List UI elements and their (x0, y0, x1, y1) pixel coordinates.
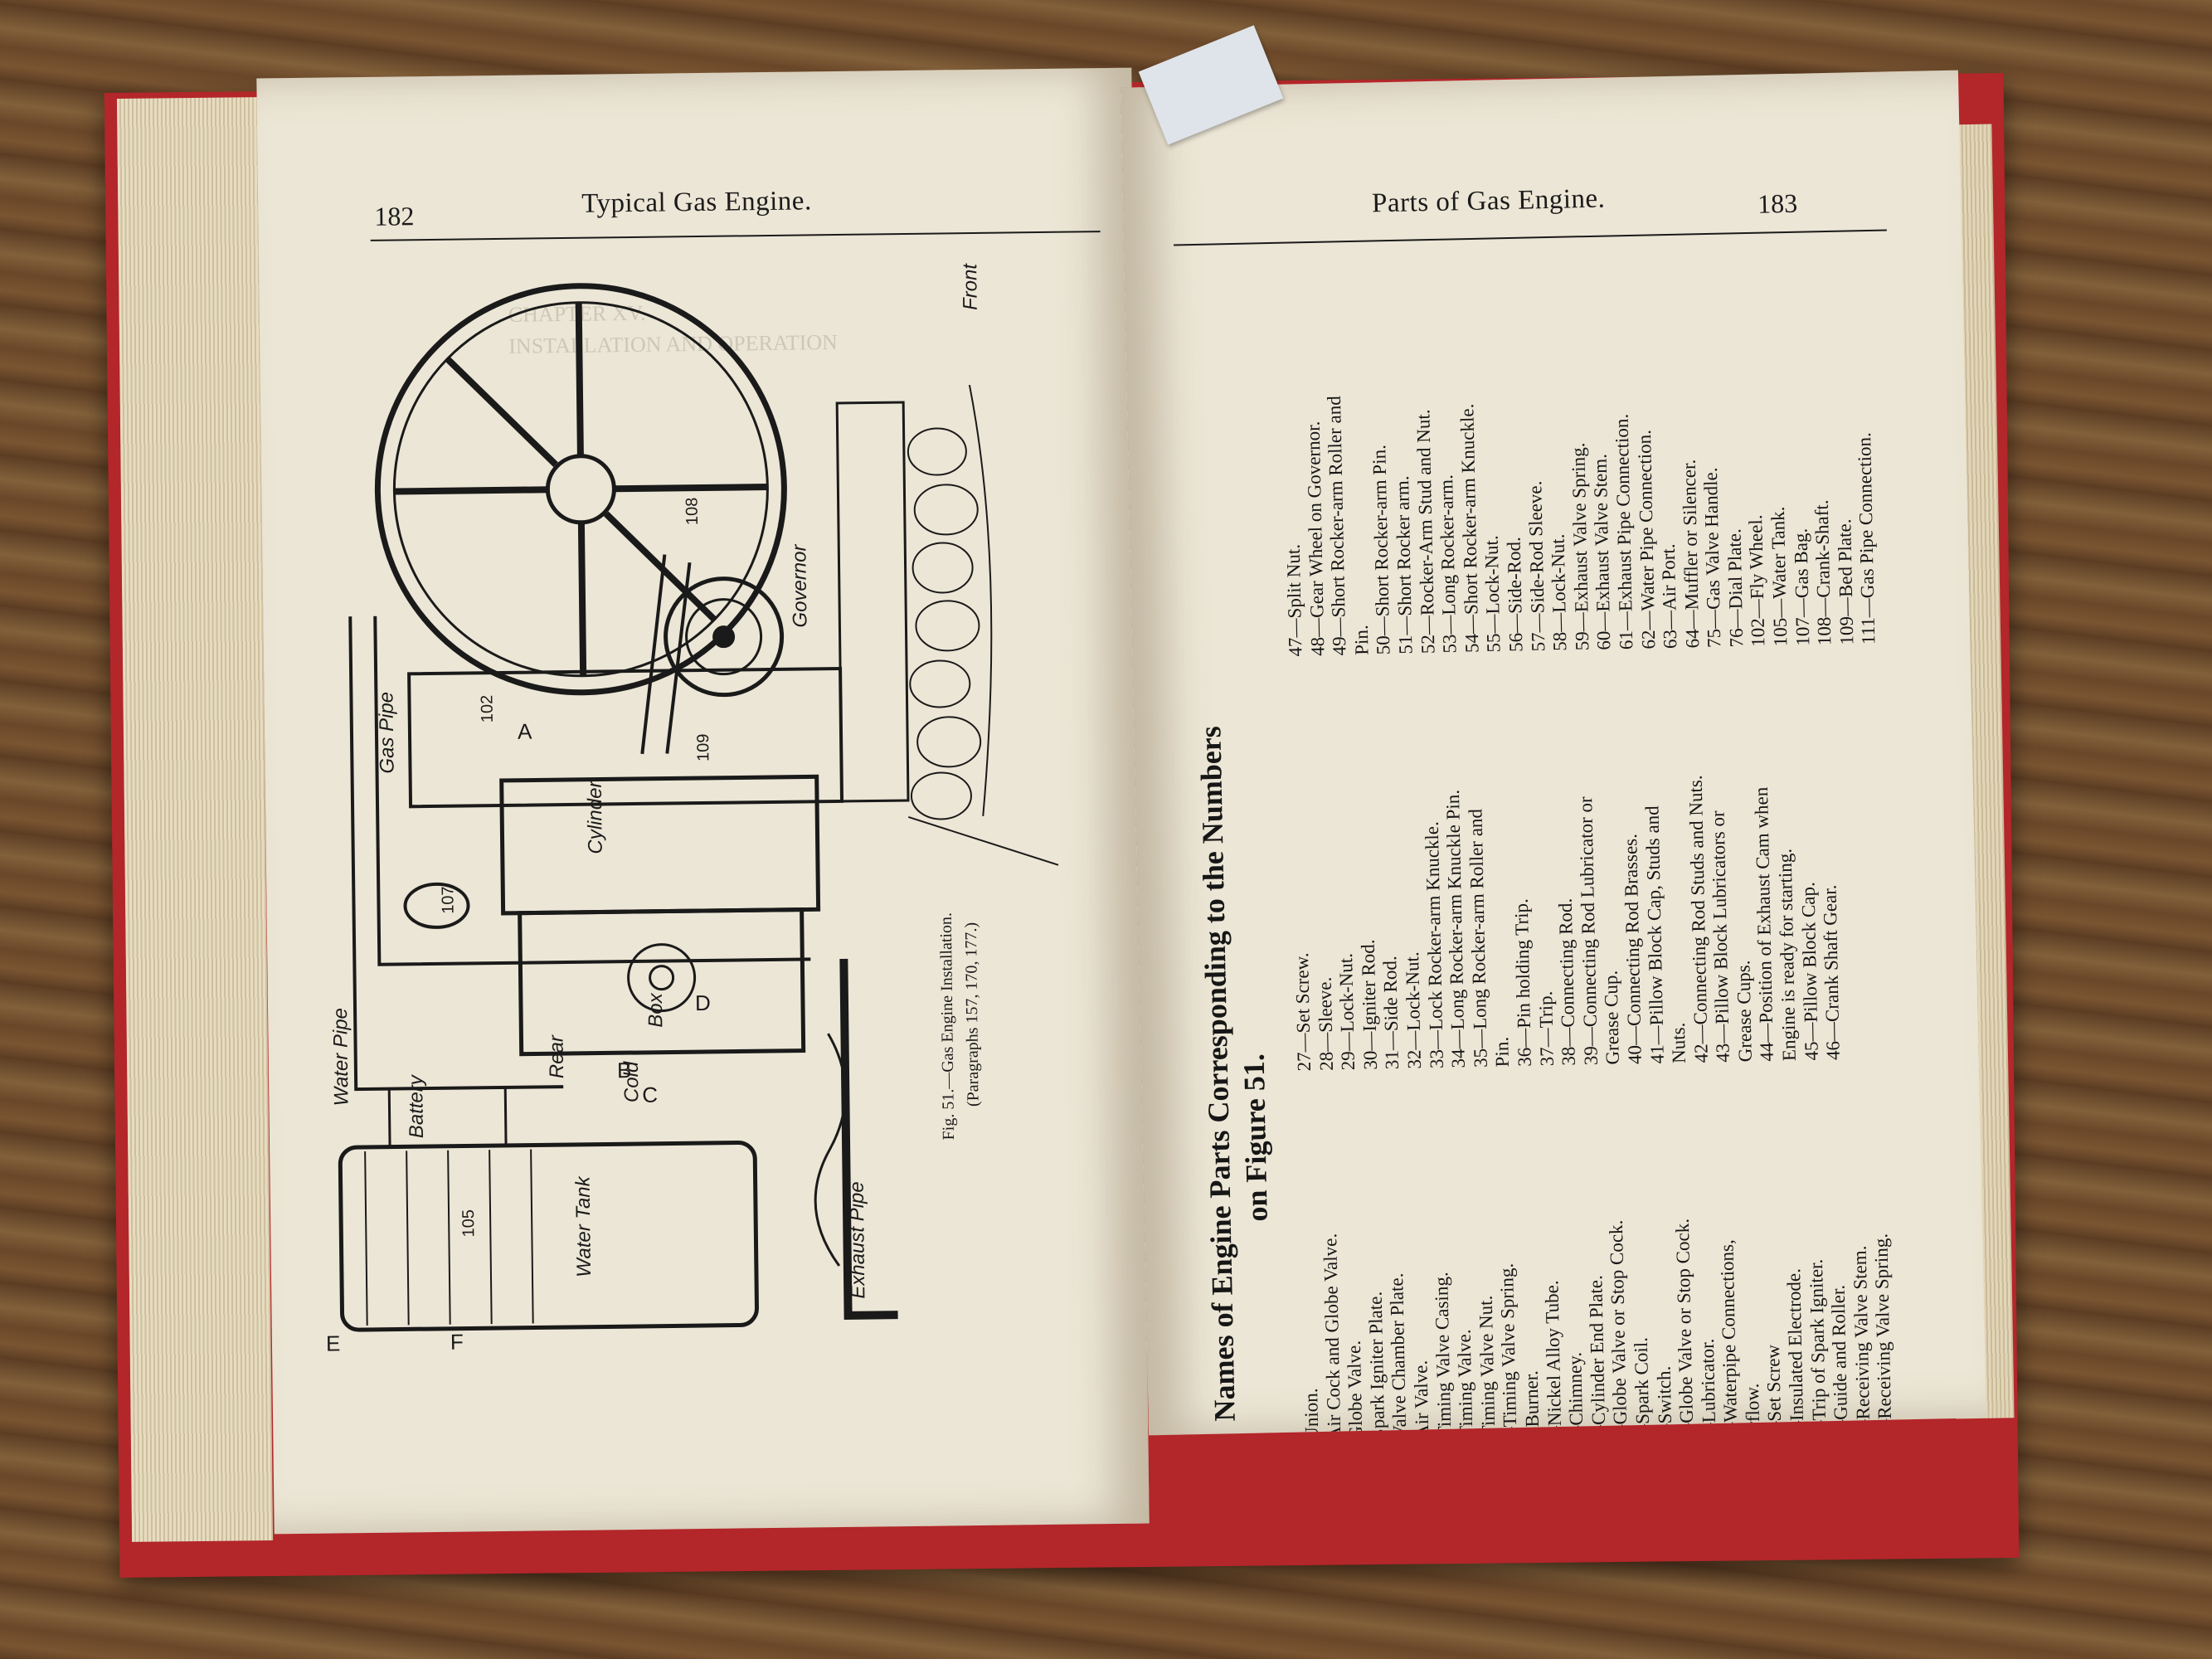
gas-pipe-drawing (373, 615, 811, 966)
parts-list-title: Names of Engine Parts Corresponding to t… (1183, 267, 1280, 1422)
parts-list-item: 26—Receiving Valve Spring. (1870, 1233, 1897, 1436)
label-front-end: Front (959, 263, 982, 311)
figure-caption: Fig. 51.—Gas Engine Installation. (937, 912, 958, 1141)
parts-column-3: 47—Split Nut.48—Gear Wheel on Governor.4… (1280, 385, 1880, 657)
cylinder-drawing (499, 774, 821, 916)
parts-list-block: Names of Engine Parts Corresponding to t… (1183, 254, 1937, 1435)
label-letter-b: B (617, 1058, 632, 1082)
label-valve-box: Box (644, 992, 668, 1028)
label-letter-e: E (326, 1331, 341, 1355)
header-rule-right (1174, 229, 1887, 246)
label-exhaust-pipe: Exhaust Pipe (846, 1181, 870, 1299)
label-battery: Battery (405, 1073, 428, 1138)
flywheel-drawing (374, 283, 787, 696)
label-letter-a: A (518, 719, 532, 744)
governor-gear-drawing (664, 577, 785, 698)
label-number: 109 (694, 733, 712, 761)
label-cold: Cold (620, 1061, 644, 1102)
label-rear-end: Rear (545, 1034, 568, 1078)
label-main-water-tank: Water Tank (571, 1175, 596, 1277)
label-water-pipe: Water Pipe (329, 1008, 352, 1107)
label-letter-d: D (695, 990, 711, 1015)
label-cylinder: Cylinder (584, 780, 607, 854)
running-head-left: Typical Gas Engine. (581, 186, 812, 219)
gas-bag-drawing (403, 882, 470, 929)
label-number: 102 (478, 695, 496, 723)
label-governor: Governor (788, 543, 811, 627)
label-gas-pipe: Gas Pipe (375, 692, 398, 774)
valve-box-drawing (518, 907, 806, 1057)
page-number-right: 183 (1757, 187, 1798, 219)
parts-list-item: 111—Gas Pipe Connection. (1854, 432, 1879, 645)
figure-caption-refs: (Paragraphs 157, 170, 177.) (962, 922, 983, 1107)
parts-column-2: 27—Set Screw.28—Sleeve.29—Lock-Nut.30—Ig… (1288, 772, 1845, 1071)
label-number: 105 (459, 1209, 478, 1238)
page-edges-left (116, 97, 274, 1542)
right-page: Parts of Gas Engine. 183 Names of Engine… (1121, 70, 1986, 1436)
label-number: 108 (683, 498, 702, 526)
left-page: 182 Typical Gas Engine. CHAPTER XV.INSTA… (256, 67, 1150, 1535)
parts-column-1: 1—Union.2—Air Cock and Globe Valve.3—Glo… (1297, 1214, 1898, 1436)
label-number: 107 (439, 886, 457, 914)
running-head-right: Parts of Gas Engine. (1371, 183, 1606, 219)
main-water-tank-drawing (338, 1141, 759, 1332)
page-number-left: 182 (374, 201, 415, 231)
label-letter-c: C (642, 1082, 658, 1107)
label-letter-f: F (450, 1330, 464, 1355)
gas-engine-installation-figure: Front Governor Cylinder Box Gas Pipe Wat… (326, 263, 1059, 1355)
parts-list-columns: 1—Union.2—Air Cock and Globe Valve.3—Glo… (1277, 267, 1897, 1435)
